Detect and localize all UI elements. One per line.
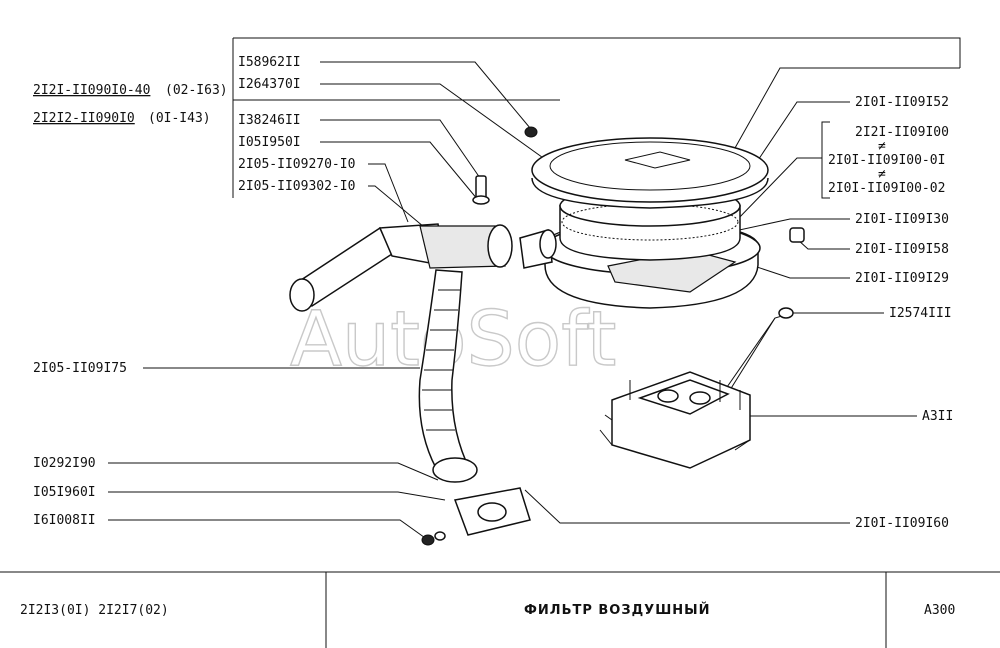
- footer: 2I2I3(0I) 2I2I7(02) ФИЛЬТР ВОЗДУШНЫЙ A30…: [0, 571, 1000, 648]
- model-code-1[interactable]: 2I2I-II090I0-40: [33, 83, 150, 98]
- model-range-2: (0I-I43): [148, 111, 211, 126]
- not-equal-2: ≠: [878, 167, 886, 182]
- part-label-l9[interactable]: I05I960I: [33, 485, 96, 500]
- part-label-r8[interactable]: I2574III: [889, 306, 952, 321]
- model-range-1: (02-I63): [165, 83, 228, 98]
- part-label-r2[interactable]: 2I2I-II09I00: [855, 125, 949, 140]
- alt-bracket: [821, 121, 830, 199]
- intake-hose-assembly: [289, 223, 531, 546]
- left-leaders: [108, 61, 561, 541]
- part-label-l10[interactable]: I6I008II: [33, 513, 96, 528]
- model-code-2[interactable]: 2I2I2-II090I0: [33, 111, 135, 126]
- footer-title: ФИЛЬТР ВОЗДУШНЫЙ: [524, 602, 711, 618]
- part-label-r7[interactable]: 2I0I-II09I29: [855, 271, 949, 286]
- part-label-r3[interactable]: 2I0I-II09I00-0I: [828, 153, 945, 168]
- part-label-l4[interactable]: I05I950I: [238, 135, 301, 150]
- part-label-r4[interactable]: 2I0I-II09I00-02: [828, 181, 945, 196]
- footer-page: A300: [924, 603, 955, 618]
- part-label-l8[interactable]: I0292I90: [33, 456, 96, 471]
- part-label-l5[interactable]: 2I05-II09270-I0: [238, 157, 355, 172]
- not-equal-1: ≠: [878, 139, 886, 154]
- part-label-r10[interactable]: 2I0I-II09I60: [855, 516, 949, 531]
- part-label-r5[interactable]: 2I0I-II09I30: [855, 212, 949, 227]
- part-label-r6[interactable]: 2I0I-II09I58: [855, 242, 949, 257]
- right-labels: 2I0I-II09I52 2I2I-II09I00 ≠ 2I0I-II09I00…: [828, 95, 953, 531]
- part-label-r9[interactable]: A3II: [922, 409, 953, 424]
- left-labels: I58962II I264370I I38246II I05I950I 2I05…: [33, 55, 355, 528]
- part-label-l7[interactable]: 2I05-II09I75: [33, 361, 127, 376]
- air-filter-assembly: [472, 126, 805, 309]
- part-label-l6[interactable]: 2I05-II09302-I0: [238, 179, 355, 194]
- footer-models: 2I2I3(0I) 2I2I7(02): [20, 603, 169, 618]
- part-label-l2[interactable]: I264370I: [238, 77, 301, 92]
- left-bracket: [232, 37, 961, 198]
- part-label-r1[interactable]: 2I0I-II09I52: [855, 95, 949, 110]
- part-label-l1[interactable]: I58962II: [238, 55, 301, 70]
- part-label-l3[interactable]: I38246II: [238, 113, 301, 128]
- carburetor: [599, 307, 794, 469]
